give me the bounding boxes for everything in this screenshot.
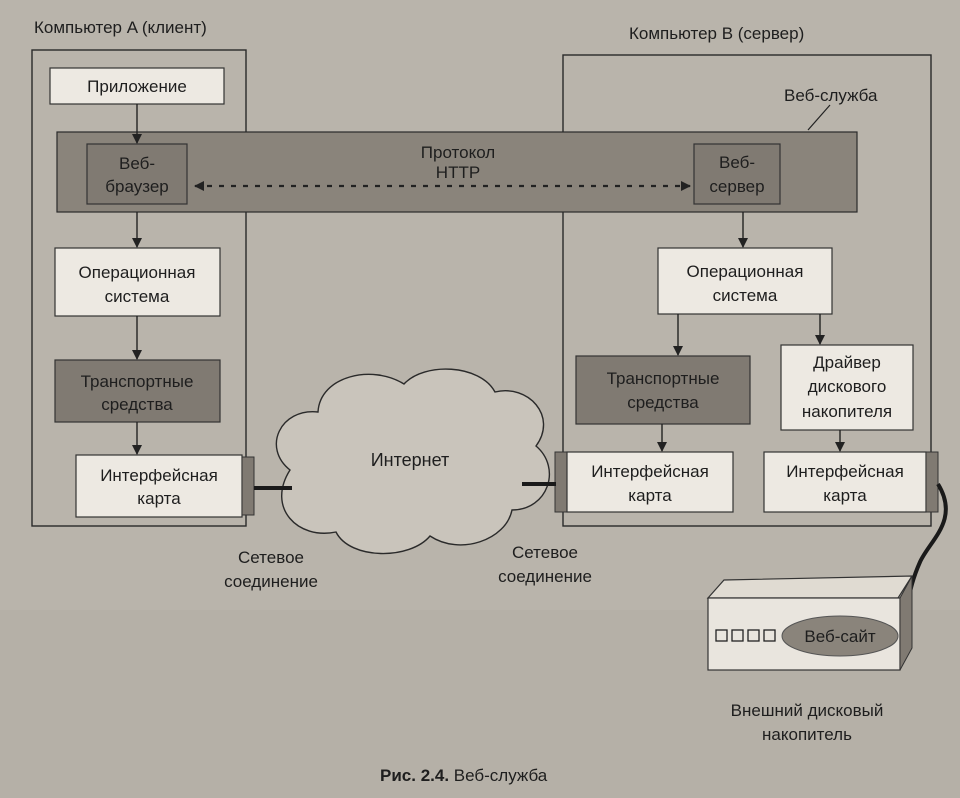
server-nic-label-line-1: Интерфейсная: [591, 462, 709, 481]
web-service-label: Веб-служба: [784, 86, 878, 105]
disk-indicator-4: [763, 629, 776, 642]
client-os-box: [54, 247, 221, 317]
disk-driver-label-line-3: накопителя: [802, 402, 892, 421]
server-os-label-line-2: система: [713, 286, 778, 305]
external-disk-label-line-2: накопитель: [762, 725, 852, 744]
disk-indicator-1: [715, 629, 728, 642]
browser-label-line-1: Веб-: [119, 154, 155, 173]
web-server-box: [693, 143, 781, 205]
application-label: Приложение: [87, 77, 187, 96]
disk-driver-label-line-2: дискового: [808, 377, 887, 396]
server-os-label-line-1: Операционная: [687, 262, 804, 281]
computer-a-frame: [31, 49, 247, 527]
computer-b-frame: [562, 54, 932, 527]
website-label: Веб-сайт: [804, 627, 875, 646]
web-service-pointer: [807, 104, 831, 131]
caption-title: Веб-служба: [449, 766, 548, 785]
client-transport-box: [54, 359, 221, 423]
http-protocol-line-2: HTTP: [436, 163, 480, 182]
internet-cloud: [275, 368, 551, 555]
net-conn-right-line-2: соединение: [498, 567, 592, 586]
disk-nic-label-line-1: Интерфейсная: [786, 462, 904, 481]
net-conn-left-line-1: Сетевое: [238, 548, 304, 567]
client-transport-label-line-2: средства: [101, 395, 173, 414]
web-server-label-line-2: сервер: [709, 177, 764, 196]
browser-label-line-2: браузер: [105, 177, 168, 196]
client-nic-label-line-1: Интерфейсная: [100, 466, 218, 485]
client-nic-label-line-2: карта: [137, 489, 181, 508]
server-transport-label-line-2: средства: [627, 393, 699, 412]
external-disk-top: [706, 575, 914, 599]
computer-b-title: Компьютер B (сервер): [629, 24, 804, 43]
external-disk-label-line-1: Внешний дисковый: [731, 701, 884, 720]
disk-indicator-3: [747, 629, 760, 642]
disk-nic-port: [925, 451, 939, 513]
net-conn-left-line-2: соединение: [224, 572, 318, 591]
client-os-label-line-1: Операционная: [79, 263, 196, 282]
http-protocol-line-1: Протокол: [421, 143, 495, 162]
client-nic-box: [75, 454, 243, 518]
net-conn-right-line-1: Сетевое: [512, 543, 578, 562]
disk-driver-box: [780, 344, 914, 431]
disk-nic-box: [763, 451, 927, 513]
server-transport-label-line-1: Транспортные: [607, 369, 720, 388]
caption-number: Рис. 2.4.: [380, 766, 449, 785]
disk-nic-label-line-2: карта: [823, 486, 867, 505]
application-box: [49, 67, 225, 105]
server-os-box: [657, 247, 833, 315]
client-os-label-line-2: система: [105, 287, 170, 306]
server-transport-box: [575, 355, 751, 425]
server-nic-label-line-2: карта: [628, 486, 672, 505]
web-server-label-line-1: Веб-: [719, 153, 755, 172]
client-transport-label-line-1: Транспортные: [81, 372, 194, 391]
website-oval: [781, 615, 899, 657]
external-disk-side: [899, 575, 913, 671]
client-nic-port: [241, 456, 255, 516]
internet-label: Интернет: [371, 450, 450, 470]
computer-a-title: Компьютер A (клиент): [34, 18, 207, 37]
figure-caption: Рис. 2.4. Веб-служба: [380, 766, 548, 785]
web-browser-box: [86, 143, 188, 205]
server-nic-box: [566, 451, 734, 513]
disk-driver-label-line-1: Драйвер: [813, 353, 881, 372]
disk-indicator-2: [731, 629, 744, 642]
